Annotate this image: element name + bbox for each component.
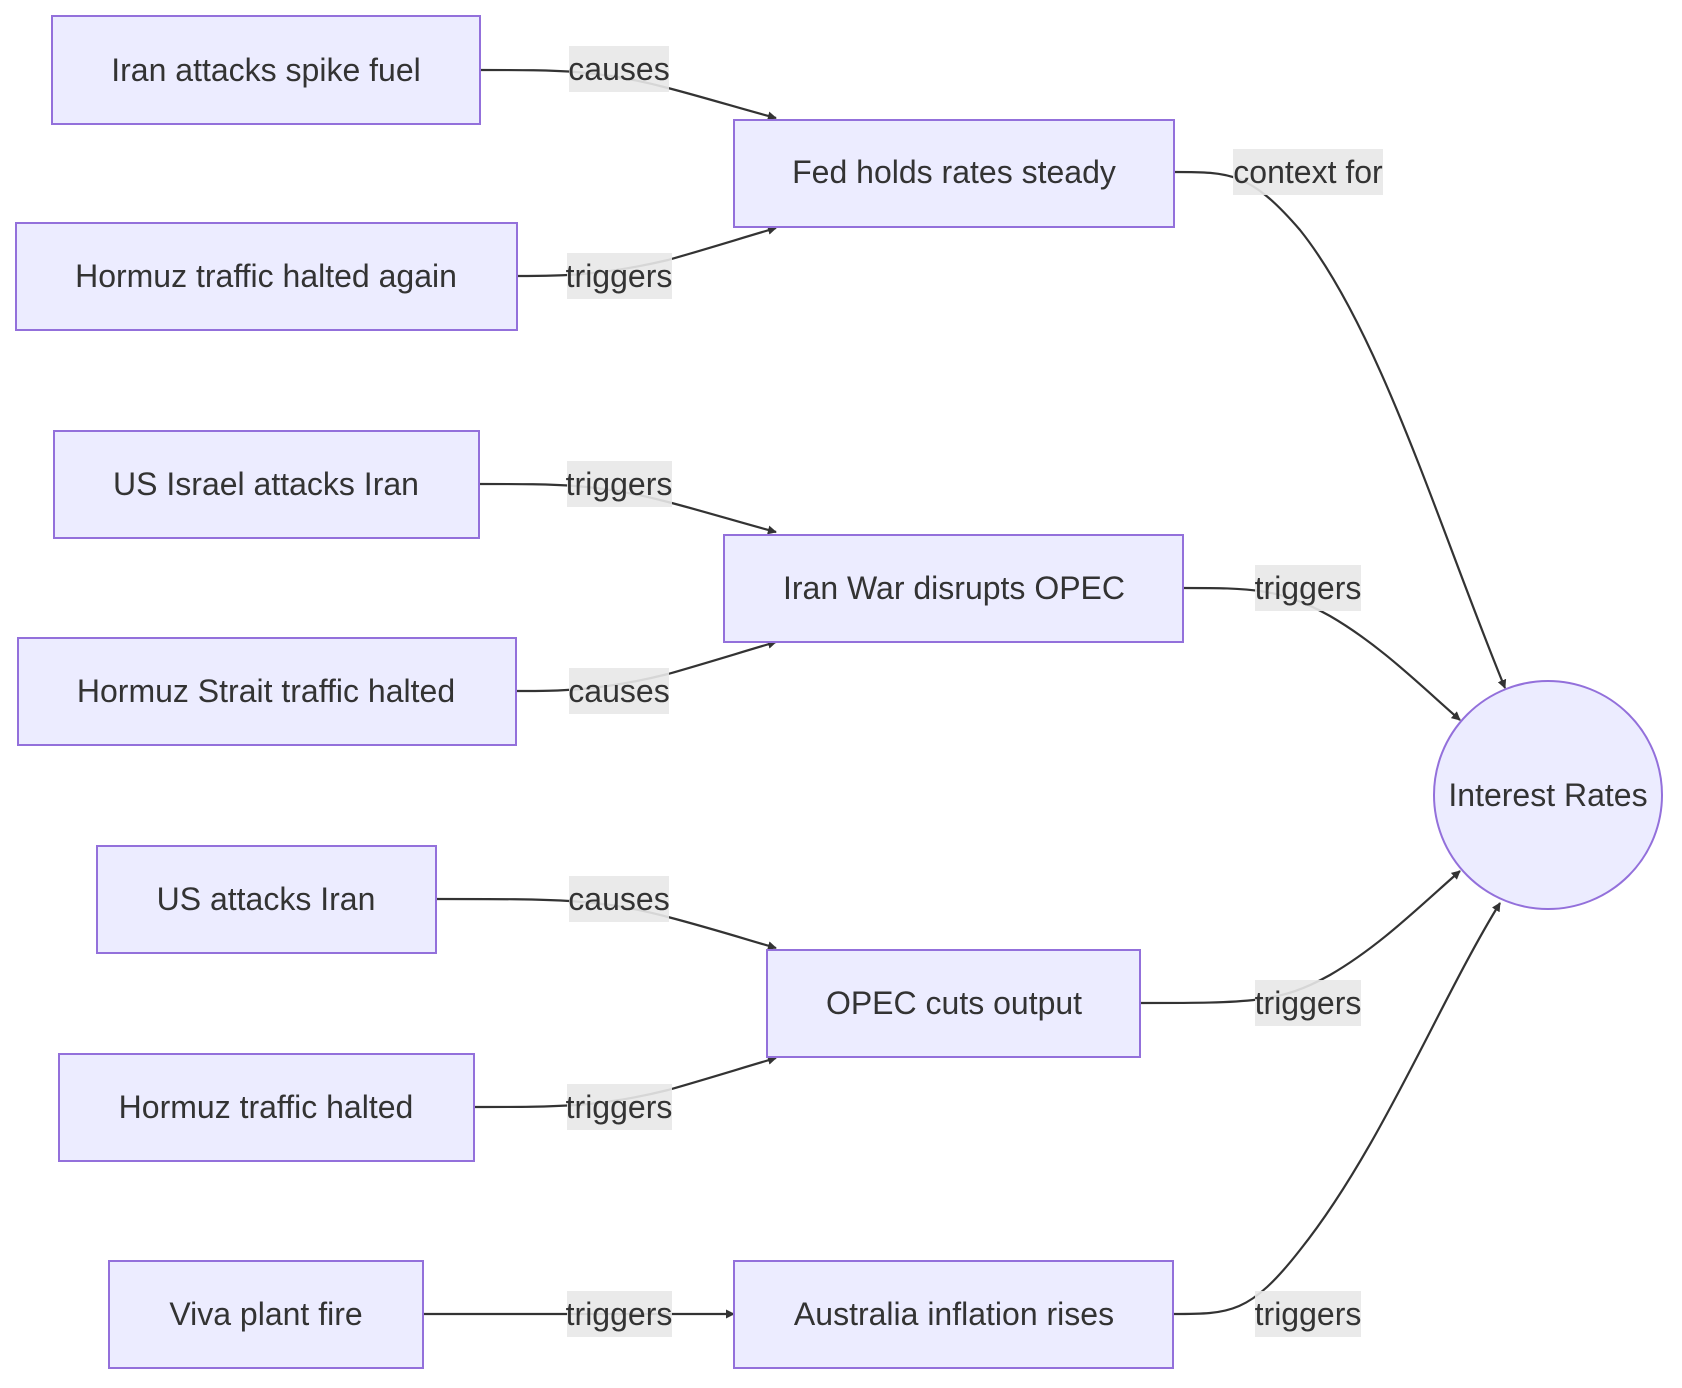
edge-label-bg	[569, 876, 669, 922]
edge-label-bg	[1255, 565, 1361, 611]
edge-label-bg	[1255, 1291, 1361, 1337]
edge-label-bg	[567, 1084, 672, 1130]
edge-label-bg	[569, 668, 669, 714]
edge-viva-to-australia: triggers	[423, 1291, 735, 1337]
node-box	[51, 15, 481, 125]
node-us-attacks-iran[interactable]: US attacks Iran	[96, 845, 437, 954]
node-label: Iran War disrupts OPEC	[783, 570, 1125, 606]
node-box	[733, 1260, 1174, 1369]
edge-hormuz-halted-to-opec: triggers	[473, 1055, 777, 1130]
edge-path	[1139, 870, 1461, 1005]
edge-label: context for	[1233, 154, 1383, 190]
edge-label: triggers	[566, 1296, 673, 1332]
node-box	[53, 430, 480, 539]
node-label: OPEC cuts output	[826, 985, 1082, 1021]
edge-us-israel-to-iran-war: triggers	[478, 461, 777, 535]
edge-label-bg	[1255, 980, 1361, 1026]
edge-path	[1172, 902, 1501, 1316]
edge-label-bg	[567, 1291, 672, 1337]
edge-label: triggers	[566, 466, 673, 502]
edge-label: causes	[568, 51, 669, 87]
edge-opec-to-interest: triggers	[1139, 870, 1461, 1026]
node-label: Hormuz traffic halted	[119, 1089, 414, 1125]
node-label: Hormuz Strait traffic halted	[77, 673, 455, 709]
node-opec-cuts-output[interactable]: OPEC cuts output	[766, 949, 1141, 1058]
node-hormuz-traffic-halted-again[interactable]: Hormuz traffic halted again	[15, 222, 518, 331]
nodes: Iran attacks spike fuel Hormuz traffic h…	[15, 15, 1663, 1369]
node-label: Fed holds rates steady	[792, 154, 1116, 190]
edge-iran-fuel-to-fed: causes	[479, 46, 777, 121]
edge-us-attacks-to-opec: causes	[435, 876, 777, 951]
node-viva-plant-fire[interactable]: Viva plant fire	[108, 1260, 424, 1369]
node-australia-inflation-rises[interactable]: Australia inflation rises	[733, 1260, 1174, 1369]
edge-label: triggers	[566, 1089, 673, 1125]
node-label: Iran attacks spike fuel	[111, 52, 420, 88]
node-us-israel-attacks-iran[interactable]: US Israel attacks Iran	[53, 430, 480, 539]
node-label: Viva plant fire	[169, 1296, 362, 1332]
node-box	[723, 534, 1184, 643]
node-label: Hormuz traffic halted again	[75, 258, 457, 294]
edge-hormuz-again-to-fed: triggers	[516, 225, 777, 299]
edge-label: triggers	[1255, 985, 1362, 1021]
edge-australia-to-interest: triggers	[1172, 902, 1501, 1337]
node-fed-holds-rates-steady[interactable]: Fed holds rates steady	[733, 119, 1175, 228]
node-circle	[1433, 680, 1663, 910]
edge-label: triggers	[566, 258, 673, 294]
node-iran-attacks-spike-fuel[interactable]: Iran attacks spike fuel	[51, 15, 481, 125]
edge-fed-to-interest: context for	[1173, 149, 1507, 689]
node-hormuz-traffic-halted[interactable]: Hormuz traffic halted	[58, 1053, 475, 1162]
node-box	[766, 949, 1141, 1058]
edge-label: causes	[568, 881, 669, 917]
edge-label-bg	[1233, 149, 1383, 195]
node-box	[733, 119, 1175, 228]
node-label: US attacks Iran	[157, 881, 376, 917]
node-box	[96, 845, 437, 954]
node-iran-war-disrupts-opec[interactable]: Iran War disrupts OPEC	[723, 534, 1184, 643]
node-label: Interest Rates	[1448, 777, 1647, 813]
node-box	[15, 222, 518, 331]
node-label: US Israel attacks Iran	[113, 466, 419, 502]
edge-label-bg	[569, 46, 669, 92]
node-hormuz-strait-traffic-halted[interactable]: Hormuz Strait traffic halted	[17, 637, 517, 746]
edge-label: causes	[568, 673, 669, 709]
node-box	[17, 637, 517, 746]
edge-hormuz-strait-to-iran-war: causes	[515, 639, 777, 714]
node-label: Australia inflation rises	[794, 1296, 1114, 1332]
node-box	[108, 1260, 424, 1369]
edge-path	[1173, 170, 1507, 689]
edge-label: triggers	[1255, 1296, 1362, 1332]
edge-iran-war-to-interest: triggers	[1182, 565, 1461, 721]
node-interest-rates[interactable]: Interest Rates	[1433, 680, 1663, 910]
edge-label: triggers	[1255, 570, 1362, 606]
edge-label-bg	[567, 461, 672, 507]
edge-path	[1182, 586, 1461, 721]
edges: causes triggers triggers causes causes	[423, 46, 1507, 1337]
node-box	[58, 1053, 475, 1162]
edge-label-bg	[567, 253, 672, 299]
